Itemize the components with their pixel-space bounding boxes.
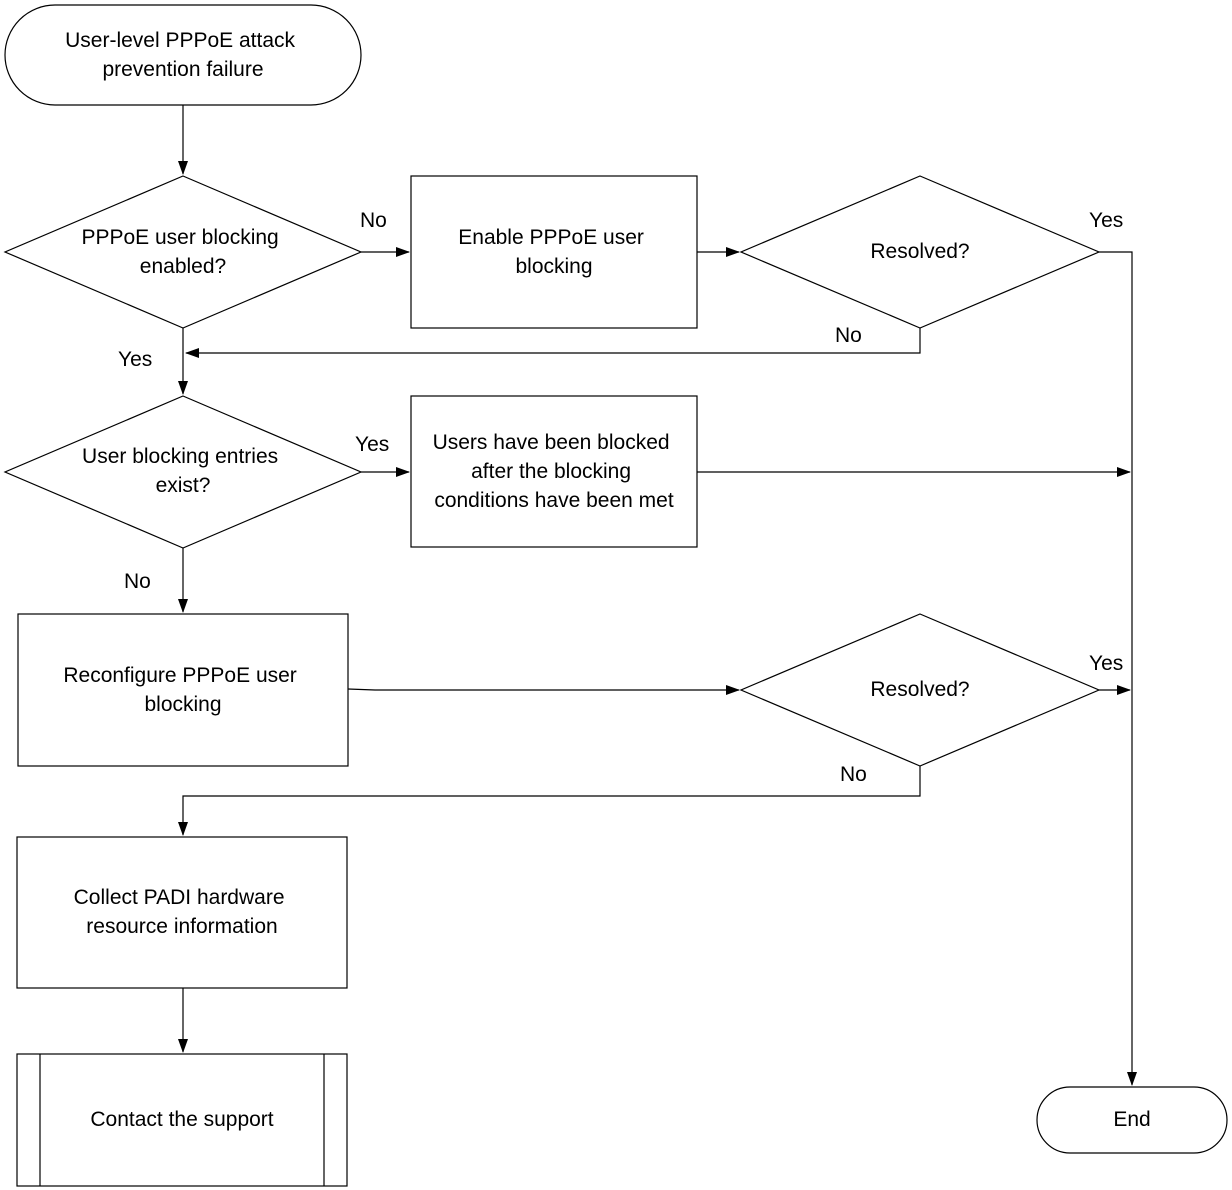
decision-blocking-enabled-line-1: PPPoE user blocking bbox=[81, 226, 278, 249]
decision-entries-exist-shape bbox=[3, 395, 363, 549]
enable-blocking-label: Enable PPPoE user blocking bbox=[458, 226, 649, 278]
end-line-1: End bbox=[1113, 1108, 1150, 1131]
edge-label-resolved-1-yes: Yes bbox=[1089, 209, 1123, 232]
reconfigure-blocking-line-1: Reconfigure PPPoE user bbox=[63, 664, 296, 687]
users-blocked-label: Users have been blocked after the blocki… bbox=[433, 431, 676, 512]
contact-support-line-1: Contact the support bbox=[90, 1108, 273, 1131]
collect-padi-box bbox=[16, 836, 348, 989]
enable-blocking-line-2: blocking bbox=[515, 255, 592, 278]
edge-label-resolved-2-no: No bbox=[840, 763, 867, 786]
edge-label-blocking-enabled-no: No bbox=[360, 209, 387, 232]
edge-reconfigure-to-resolved bbox=[347, 685, 740, 695]
resolved-2-line-1: Resolved? bbox=[870, 678, 969, 701]
users-blocked-line-2: after the blocking bbox=[471, 460, 631, 483]
edge-label-entries-exist-yes: Yes bbox=[355, 433, 389, 456]
decision-blocking-enabled-line-2: enabled? bbox=[140, 255, 226, 278]
enable-blocking-box bbox=[410, 175, 698, 329]
resolved-2-label: Resolved? bbox=[870, 678, 969, 701]
resolved-1-line-1: Resolved? bbox=[870, 240, 969, 263]
decision-blocking-enabled-shape bbox=[3, 175, 363, 329]
edge-resolved-1-yes bbox=[1099, 251, 1137, 1086]
users-blocked-line-3: conditions have been met bbox=[434, 489, 673, 512]
contact-support-label: Contact the support bbox=[90, 1108, 273, 1131]
users-blocked-box bbox=[410, 395, 698, 548]
edge-label-blocking-enabled-yes: Yes bbox=[118, 348, 152, 371]
decision-blocking-enabled-label: PPPoE user blocking enabled? bbox=[81, 226, 284, 278]
edge-resolved-2-no bbox=[178, 766, 921, 836]
edge-label-resolved-2-yes: Yes bbox=[1089, 652, 1123, 675]
decision-entries-exist-line-2: exist? bbox=[156, 474, 211, 497]
edge-label-resolved-1-no: No bbox=[835, 324, 862, 347]
edge-label-entries-exist-no: No bbox=[124, 570, 151, 593]
decision-entries-exist-label: User blocking entries exist? bbox=[82, 445, 284, 497]
start-label-line-1: User-level PPPoE attack bbox=[65, 29, 295, 52]
reconfigure-blocking-label: Reconfigure PPPoE user blocking bbox=[63, 664, 302, 716]
edge-resolved-1-no bbox=[185, 328, 921, 358]
decision-entries-exist-line-1: User blocking entries bbox=[82, 445, 278, 468]
collect-padi-line-2: resource information bbox=[86, 915, 277, 938]
start-label: User-level PPPoE attack prevention failu… bbox=[65, 29, 301, 81]
reconfigure-blocking-box bbox=[17, 613, 349, 767]
collect-padi-label: Collect PADI hardware resource informati… bbox=[74, 886, 291, 938]
end-label: End bbox=[1113, 1108, 1150, 1131]
end-terminator bbox=[1036, 1086, 1228, 1154]
enable-blocking-line-1: Enable PPPoE user bbox=[458, 226, 644, 249]
resolved-1-label: Resolved? bbox=[870, 240, 969, 263]
collect-padi-line-1: Collect PADI hardware bbox=[74, 886, 285, 909]
start-terminator bbox=[4, 4, 362, 106]
contact-support-box bbox=[16, 1053, 348, 1187]
reconfigure-blocking-line-2: blocking bbox=[144, 693, 221, 716]
start-label-line-2: prevention failure bbox=[102, 58, 263, 81]
users-blocked-line-1: Users have been blocked bbox=[433, 431, 670, 454]
